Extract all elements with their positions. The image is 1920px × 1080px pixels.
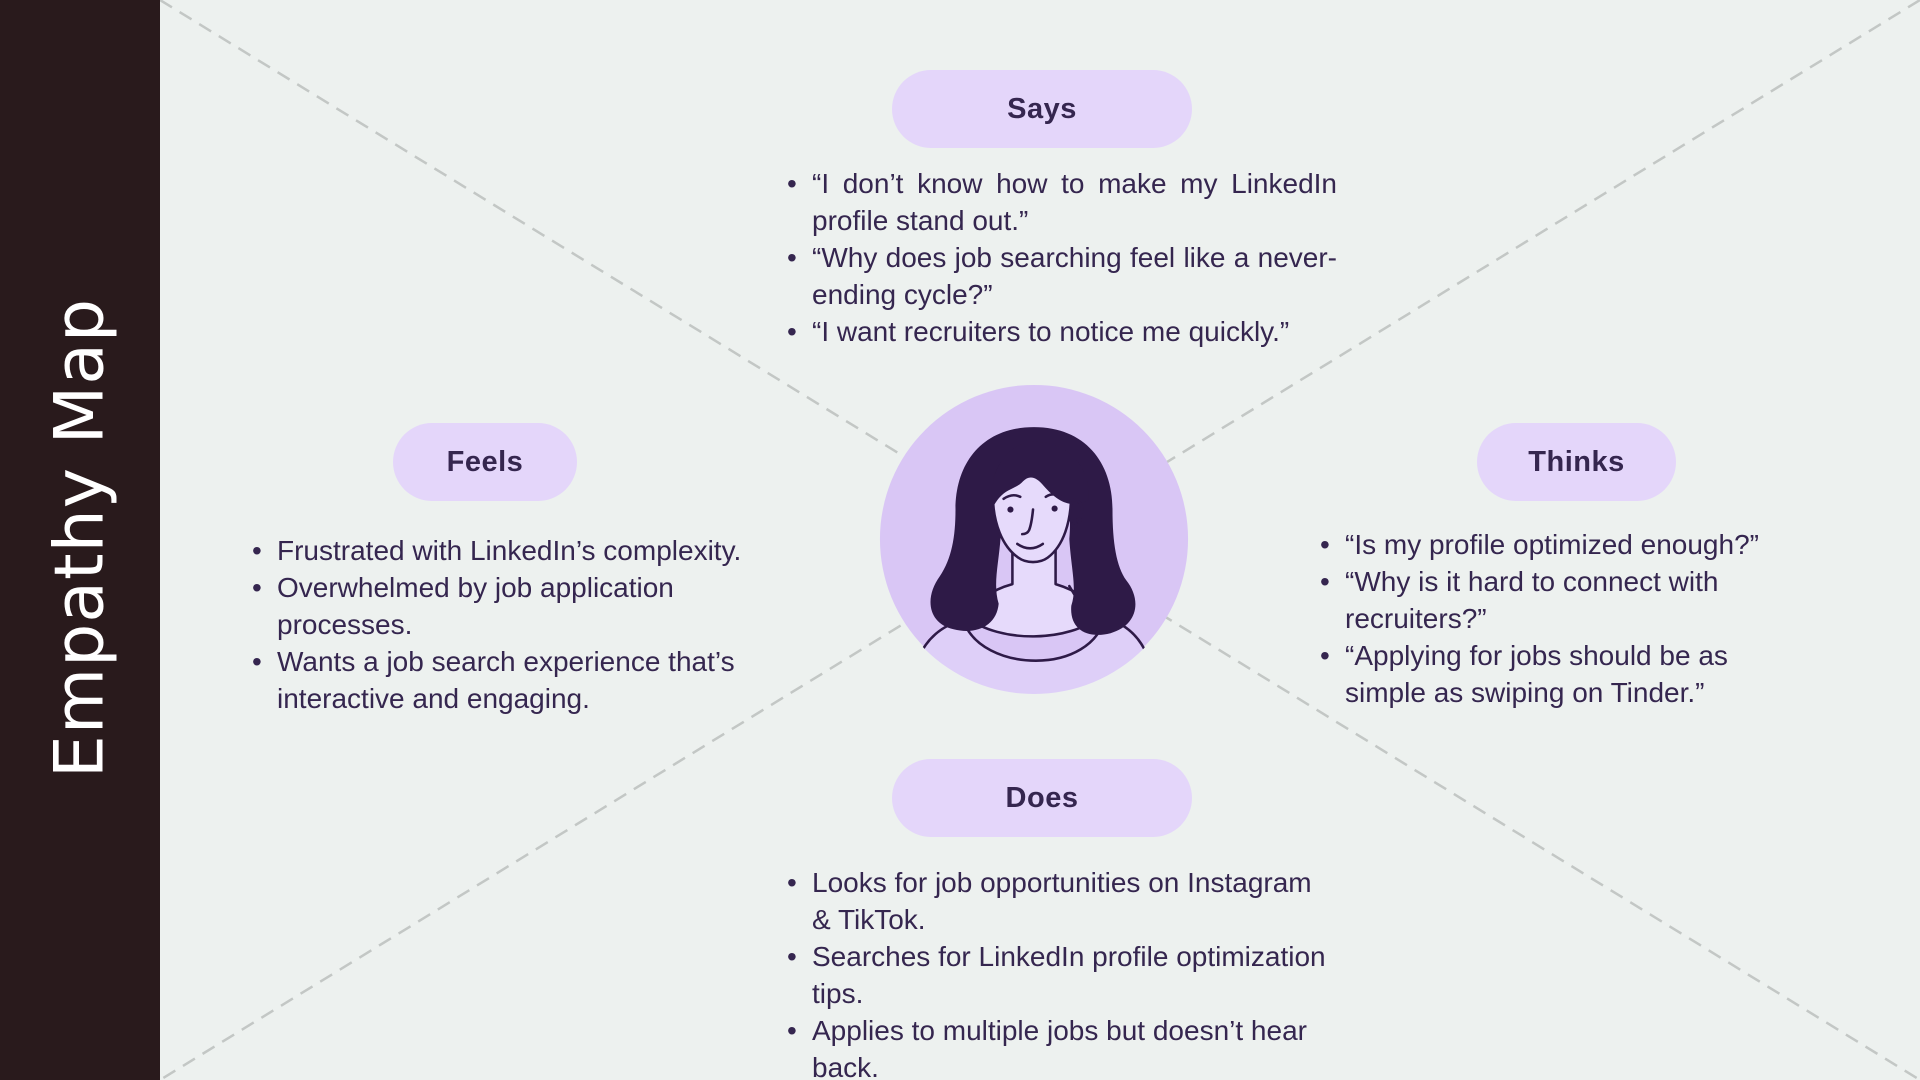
woman-avatar-illustration bbox=[879, 384, 1189, 695]
does-label: Does bbox=[1005, 781, 1079, 814]
list-item: “I don’t know how to make my LinkedIn pr… bbox=[785, 165, 1337, 239]
says-list: “I don’t know how to make my LinkedIn pr… bbox=[785, 165, 1337, 350]
avatar-mouth bbox=[1016, 542, 1045, 550]
avatar-eye-left bbox=[1007, 506, 1014, 513]
avatar-earring-stud bbox=[1076, 517, 1082, 524]
list-item: Looks for job opportunities on Instagram… bbox=[785, 864, 1333, 938]
persona-avatar bbox=[877, 382, 1191, 696]
list-item: “Why is it hard to connect with recruite… bbox=[1318, 563, 1810, 637]
feels-pill: Feels bbox=[393, 423, 577, 501]
says-pill: Says bbox=[892, 70, 1192, 148]
list-item: “Why does job searching feel like a neve… bbox=[785, 239, 1337, 313]
list-item: “I want recruiters to notice me quickly.… bbox=[785, 313, 1337, 350]
page-title: Empathy Map bbox=[40, 297, 120, 779]
thinks-pill: Thinks bbox=[1477, 423, 1676, 501]
does-pill: Does bbox=[892, 759, 1192, 837]
list-item: “Applying for jobs should be as simple a… bbox=[1318, 637, 1810, 711]
list-item: Wants a job search experience that’s int… bbox=[250, 643, 755, 717]
avatar-earring bbox=[1070, 521, 1078, 529]
feels-label: Feels bbox=[446, 445, 524, 478]
does-list: Looks for job opportunities on Instagram… bbox=[785, 864, 1333, 1080]
sidebar: Empathy Map bbox=[0, 0, 160, 1080]
list-item: “Is my profile optimized enough?” bbox=[1318, 526, 1810, 563]
list-item: Frustrated with LinkedIn’s complexity. bbox=[250, 532, 755, 569]
list-item: Applies to multiple jobs but doesn’t hea… bbox=[785, 1012, 1333, 1080]
avatar-ear bbox=[1068, 498, 1084, 523]
feels-list: Frustrated with LinkedIn’s complexity.Ov… bbox=[250, 532, 755, 717]
thinks-list: “Is my profile optimized enough?”“Why is… bbox=[1318, 526, 1810, 711]
list-item: Searches for LinkedIn profile optimizati… bbox=[785, 938, 1333, 1012]
list-item: Overwhelmed by job application processes… bbox=[250, 569, 755, 643]
avatar-nose bbox=[1020, 508, 1035, 536]
avatar-eye-right bbox=[1051, 505, 1058, 512]
avatar-eyebrows bbox=[1002, 493, 1063, 501]
says-label: Says bbox=[1007, 92, 1077, 125]
thinks-label: Thinks bbox=[1528, 445, 1625, 478]
avatar-bangs bbox=[992, 441, 1089, 508]
